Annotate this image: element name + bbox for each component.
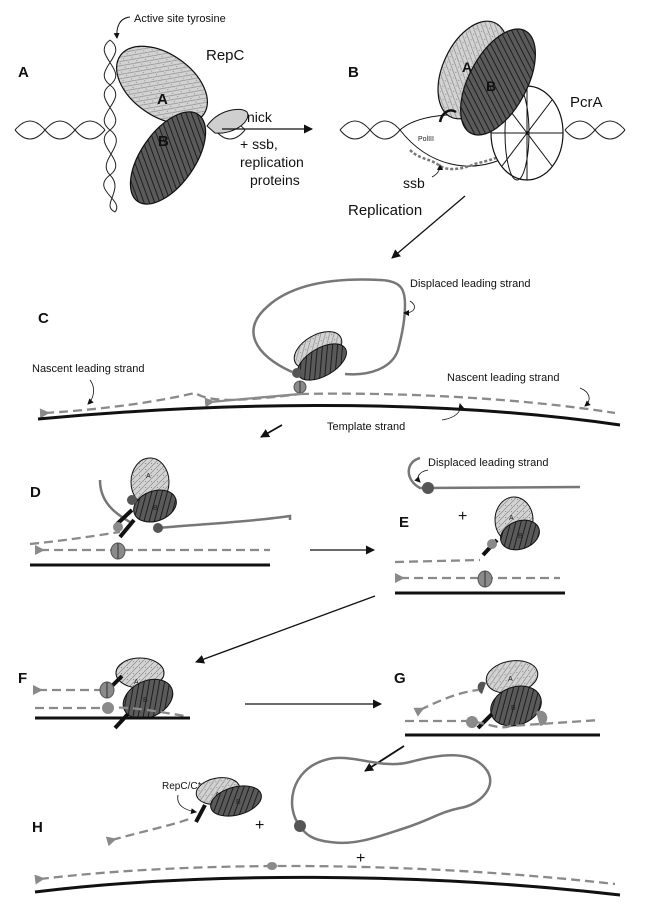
panel-h-circle-mark: [294, 820, 306, 832]
panel-e-subunit-b-label: B: [518, 533, 523, 540]
panel-c-template-pointer: [442, 404, 460, 420]
panel-h-origin-mark: [267, 862, 277, 870]
panel-c-nascent-arrow-2: [210, 394, 300, 402]
active-site-arrow: [117, 17, 130, 38]
panel-label-g: G: [394, 670, 406, 687]
replication-label-line2: proteins: [250, 172, 300, 188]
panel-d-subunit-b-label: B: [153, 505, 158, 512]
panel-d-tyrosine-mark-3: [153, 523, 163, 533]
panel-c-template-label: Template strand: [327, 421, 405, 433]
panel-e-tyrosine-mark: [487, 539, 497, 549]
panel-c-tyrosine-mark: [292, 368, 302, 378]
panel-label-f: F: [18, 670, 27, 687]
panel-g-subunit-b-label: B: [511, 705, 516, 712]
panel-label-c: C: [38, 310, 49, 327]
panel-h-nascent-strand: [40, 866, 615, 884]
panel-f-origin-mark-2: [102, 702, 114, 714]
panel-h: H RepC/C* A B + +: [32, 755, 620, 895]
panel-label-e: E: [399, 514, 409, 531]
panel-h-plus-1: +: [255, 817, 264, 834]
panel-g-origin-mark: [466, 716, 478, 728]
panel-e-displaced-label: Displaced leading strand: [428, 457, 548, 469]
pcra-label: PcrA: [570, 94, 603, 111]
panel-g-nascent-top: [420, 690, 478, 710]
repc-star-pointer: [178, 795, 196, 812]
panel-h-template-strand: [35, 877, 620, 895]
panel-b: B PolIII ssb PcrA A B: [340, 10, 625, 191]
panel-a-subunit-a-label: A: [157, 91, 168, 108]
panel-h-subunit-b-label: B: [236, 799, 241, 806]
panel-label-d: D: [30, 484, 41, 501]
panel-e: E Displaced leading strand + A B: [395, 457, 580, 593]
replication-step-label: Replication: [348, 202, 422, 219]
g-to-h-arrow: [365, 746, 404, 771]
panel-a: A A B Active site tyrosine RepC: [15, 13, 248, 217]
plus-ssb-label: + ssb,: [240, 136, 278, 152]
active-site-tyrosine-label: Active site tyrosine: [134, 13, 226, 25]
ssb-pointer: [432, 165, 440, 177]
panel-g: G A B: [394, 657, 600, 735]
panel-h-released-strand: [112, 818, 192, 840]
panel-label-h: H: [32, 819, 43, 836]
panel-label-a: A: [18, 64, 29, 81]
ssb-label: ssb: [403, 175, 425, 191]
panel-c-nascent-pointer-left: [88, 380, 94, 404]
e-to-f-arrow: [196, 596, 375, 662]
repc-label: RepC: [206, 47, 245, 64]
panel-c-nascent-label-right: Nascent leading strand: [447, 372, 560, 384]
panel-h-linker: [196, 805, 205, 822]
panel-a-subunit-b-label: B: [158, 133, 169, 150]
panel-e-plus: +: [458, 508, 467, 525]
panel-d-tyrosine-mark-2: [113, 522, 123, 532]
replication-label-line1: replication: [240, 154, 304, 170]
panel-e-released-mark: [422, 482, 434, 494]
panel-c: C Displaced leading strand Nascent leadi…: [32, 278, 620, 433]
repc-star-label: RepC/C*: [162, 781, 202, 792]
panel-e-nascent-top: [395, 560, 480, 562]
panel-e-subunit-a-label: A: [509, 515, 514, 522]
panel-b-subunit-b-label: B: [486, 78, 496, 94]
panel-c-displaced-label: Displaced leading strand: [410, 278, 530, 290]
c-to-d-arrow: [261, 425, 282, 437]
panel-a-cruciform: [104, 40, 117, 212]
panel-label-b: B: [348, 64, 359, 81]
panel-d-displaced-strand: [158, 516, 290, 528]
panel-g-subunit-a-label: A: [508, 676, 513, 683]
panel-d-tyrosine-mark-1: [127, 495, 137, 505]
panel-c-nascent-pointer-right: [580, 388, 589, 406]
panel-d-subunit-a-label: A: [146, 473, 151, 480]
b-to-c-transition: Replication: [348, 196, 465, 258]
panel-f: F A B: [18, 658, 190, 728]
pol3-label: PolIII: [418, 136, 434, 143]
panel-d-nascent-top: [30, 532, 120, 544]
panel-e-displaced-pointer: [418, 470, 428, 482]
panel-f-linker-2: [115, 714, 128, 728]
panel-h-circular-strand: [292, 755, 490, 843]
panel-c-nascent-label-left: Nascent leading strand: [32, 363, 145, 375]
panel-d: D A B: [30, 458, 290, 565]
panel-g-tyrosine-mark-1: [478, 682, 486, 694]
panel-h-plus-2: +: [356, 850, 365, 867]
panel-f-subunit-b-label: B: [143, 697, 148, 704]
nick-label: nick: [247, 109, 273, 125]
